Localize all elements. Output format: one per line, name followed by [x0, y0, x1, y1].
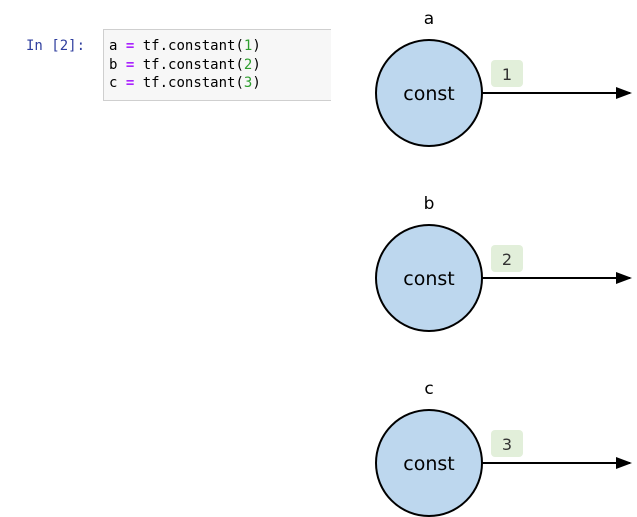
code-cell[interactable]: a = tf.constant(1) b = tf.constant(2) c …	[103, 29, 331, 101]
const-node-circle	[375, 39, 483, 147]
node-op-label: const	[403, 268, 454, 290]
value-badge	[491, 60, 523, 87]
cell-prompt: In [2]:	[26, 38, 86, 54]
code-line-c: c = tf.constant(3)	[109, 75, 261, 91]
code-line-a: a = tf.constant(1)	[109, 38, 261, 54]
value-badge-label: 1	[502, 65, 512, 84]
const-node-circle	[375, 409, 483, 517]
value-badge	[491, 245, 523, 272]
graph-node-c: c const 3	[375, 379, 632, 517]
node-op-label: const	[403, 453, 454, 475]
node-name-label: a	[424, 9, 434, 29]
code-line-b: b = tf.constant(2)	[109, 56, 261, 73]
graph-node-a: a const 1	[375, 9, 632, 147]
node-op-label: const	[403, 83, 454, 105]
value-badge	[491, 430, 523, 457]
value-badge-label: 3	[502, 435, 512, 454]
const-node-circle	[375, 224, 483, 332]
graph-node-b: b const 2	[375, 194, 632, 332]
node-name-label: c	[424, 379, 433, 399]
node-name-label: b	[424, 194, 435, 214]
value-badge-label: 2	[502, 250, 512, 269]
